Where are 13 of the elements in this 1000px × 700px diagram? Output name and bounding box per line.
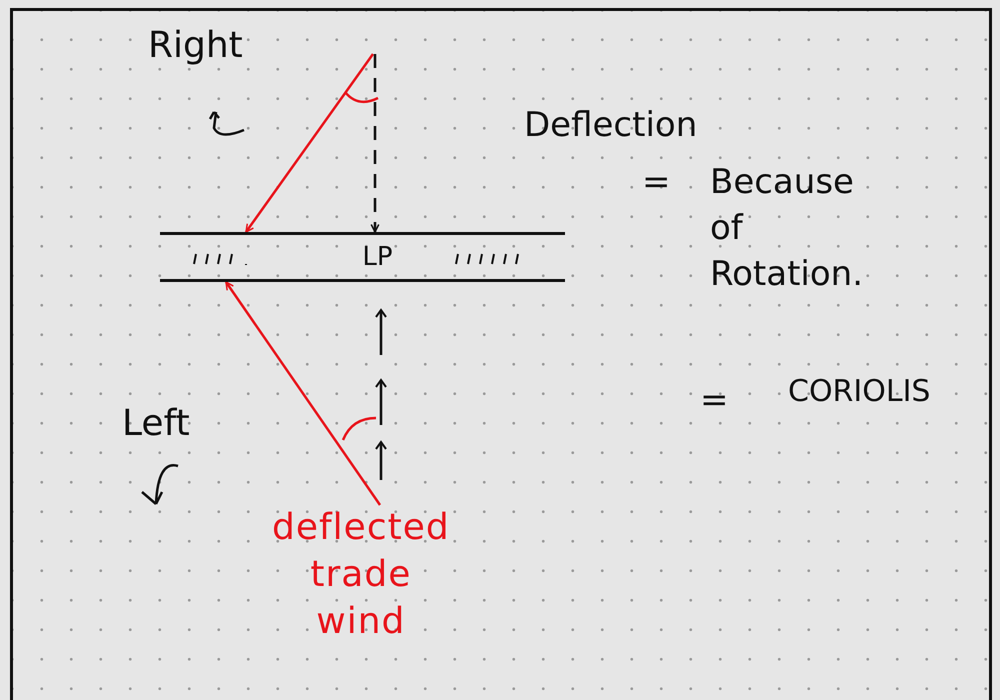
handwritten-label: Left — [122, 402, 190, 446]
handwritten-label: Because of Rotation. — [710, 161, 863, 296]
handwritten-label: = — [642, 161, 670, 204]
low-pressure-band — [160, 232, 565, 282]
arrow — [224, 281, 382, 506]
handwritten-label: Deflection — [524, 104, 698, 147]
handwritten-label: CORIOLIS — [788, 373, 930, 411]
handwritten-note: deflected trade wind — [272, 505, 450, 646]
band-label: LP — [361, 242, 393, 272]
handwritten-label: Right — [148, 24, 243, 68]
arrow — [244, 53, 374, 233]
handwritten-label: = — [700, 379, 728, 422]
arrow — [370, 54, 380, 233]
